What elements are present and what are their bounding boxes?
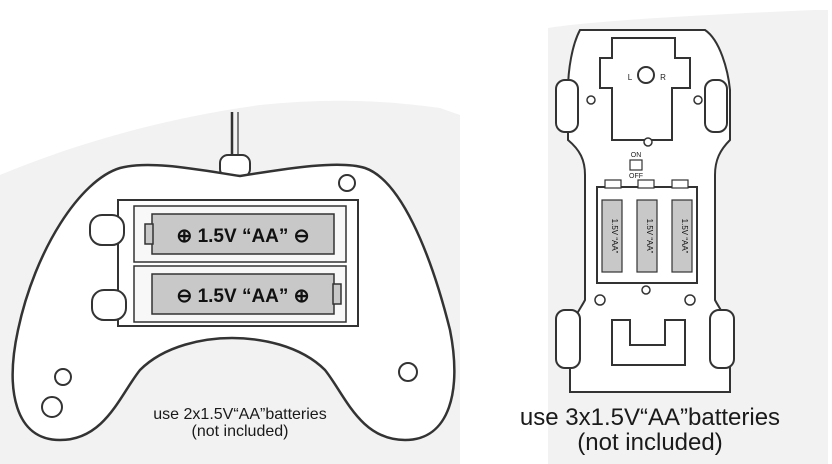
controller-button-top-right (338, 174, 356, 192)
car-caption-line2: (not included) (577, 429, 723, 457)
controller-button-left-1 (54, 368, 72, 386)
controller-button-right (398, 362, 418, 382)
battery-bottom (151, 273, 342, 315)
wheel-front-left (555, 79, 579, 133)
car-caption-line1: use 3x1.5V“AA”batteries (519, 404, 781, 431)
car-battery-1: 1.5V “AA” (601, 199, 623, 273)
switch-off-label: OFF (629, 173, 643, 180)
svg-text:1.5V “AA”: 1.5V “AA” (645, 219, 654, 254)
steer-left-label: L (628, 73, 633, 82)
controller-caption: use 2x1.5V“AA”batteries (not included) (120, 406, 360, 441)
car-caption: use 3x1.5V“AA”batteries (not included) (500, 404, 800, 457)
car-battery-2: 1.5V “AA” (636, 199, 658, 273)
svg-text:1.5V “AA”: 1.5V “AA” (610, 219, 619, 254)
steer-right-label: R (660, 73, 666, 82)
controller-caption-line1: use 2x1.5V“AA”batteries (153, 406, 327, 423)
car-battery-3: 1.5V “AA” (671, 199, 693, 273)
rear-motor (611, 319, 686, 366)
power-switch: ON OFF (629, 152, 643, 180)
wheel-rear-right (709, 309, 735, 369)
controller-panel: ⊕ 1.5V “AA” ⊖ ⊖ 1.5V “AA” ⊕ (0, 100, 460, 464)
controller-button-left-2 (41, 396, 63, 418)
steering-module (599, 37, 691, 141)
svg-text:1.5V “AA”: 1.5V “AA” (680, 219, 689, 254)
battery-bottom-label: ⊖ 1.5V “AA” ⊕ (176, 286, 309, 307)
controller-caption-line2: (not included) (191, 422, 289, 440)
battery-top (144, 213, 335, 255)
wheel-rear-left (555, 309, 581, 369)
battery-top-label: ⊕ 1.5V “AA” ⊖ (176, 226, 309, 247)
car-panel: L R ON OFF 1.5V “AA” 1.5V “AA” 1.5V “AA” (548, 10, 828, 464)
wheel-front-right (704, 79, 728, 133)
steering-knob (637, 66, 655, 84)
switch-on-label: ON (631, 152, 642, 159)
